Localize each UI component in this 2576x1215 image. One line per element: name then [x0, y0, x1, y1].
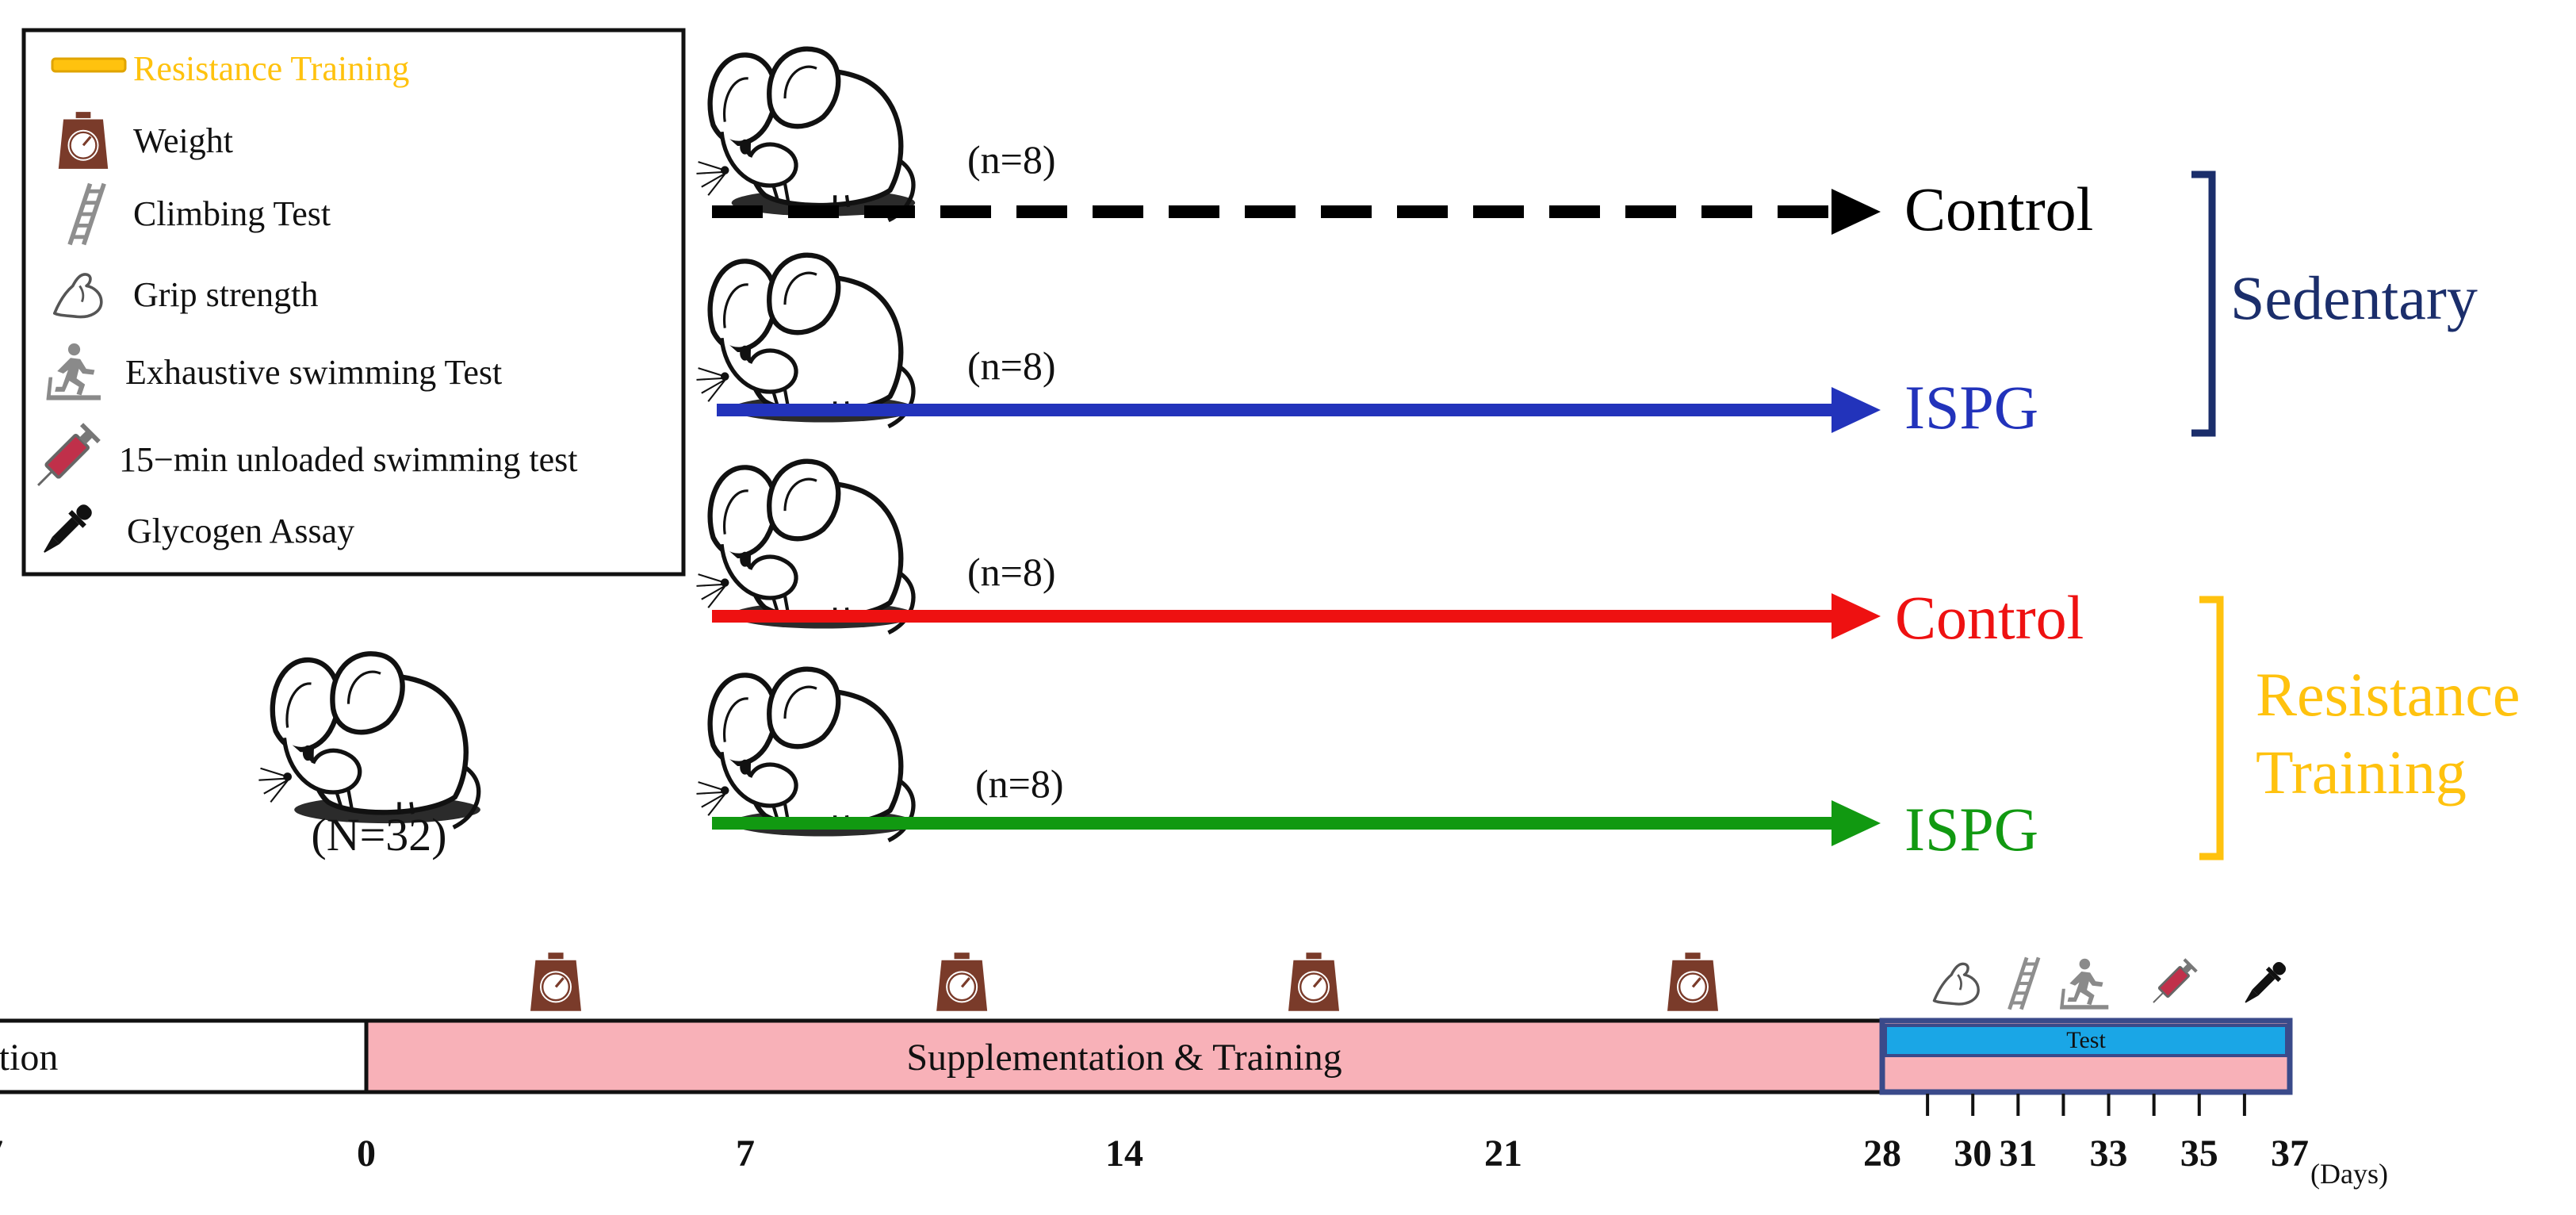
arrow-head-icon	[1832, 593, 1881, 639]
group-n-label: (n=8)	[967, 137, 1056, 182]
legend-item-unloaded-swimming: 15−min unloaded swimming test	[28, 421, 577, 496]
ladder-icon	[2009, 957, 2038, 1009]
scale-icon	[57, 110, 109, 171]
training-bracket: Resistance Training	[2199, 596, 2520, 860]
tick-label: -7	[0, 1133, 3, 1175]
mouse-icon	[258, 653, 480, 827]
test-icons	[1932, 956, 2290, 1010]
phase-test	[1884, 1024, 2288, 1057]
legend-label: Grip strength	[133, 275, 318, 314]
legend-label: Climbing Test	[133, 194, 331, 233]
weigh-icons	[529, 951, 1720, 1013]
mouse-icon	[696, 669, 915, 841]
flexed-arm-icon	[1932, 962, 1980, 1006]
sedentary-bracket: Sedentary	[2191, 171, 2478, 437]
arrow-head-icon	[1832, 387, 1881, 433]
legend-item-grip-strength: Grip strength	[55, 274, 318, 317]
scale-icon	[529, 951, 583, 1013]
group-n-label: (n=8)	[967, 550, 1056, 594]
dropper-icon	[2239, 958, 2290, 1009]
tick-label: 0	[357, 1133, 376, 1175]
group-training-ispg: (n=8) ISPG	[696, 669, 2038, 864]
phase-label-supplementation: Supplementation & Training	[906, 1037, 1342, 1079]
legend-item-weight: Weight	[57, 110, 233, 171]
bracket-shape	[2191, 171, 2216, 437]
legend-item-climbing-test: Climbing Test	[70, 184, 331, 245]
tick-label: 35	[2180, 1133, 2218, 1175]
group-sedentary-control: (n=8) Control	[696, 49, 2093, 243]
legend-label: Glycogen Assay	[127, 512, 354, 550]
tick-label: 14	[1105, 1133, 1143, 1175]
timeline: Adaption Supplementation & Training Test…	[0, 951, 2388, 1190]
tick-label: 28	[1863, 1133, 1901, 1175]
legend: Resistance Training Weight Climbing Test…	[21, 28, 686, 577]
group-name-label: ISPG	[1904, 373, 2038, 442]
tick-label: 7	[736, 1133, 755, 1175]
phase-label-test: Test	[2066, 1027, 2106, 1053]
bracket-label-line1: Resistance	[2256, 660, 2520, 729]
arrow-head-icon	[1832, 800, 1881, 846]
runner-icon	[2060, 958, 2109, 1010]
syringe-icon	[2145, 956, 2199, 1010]
tick-label: 30	[1954, 1133, 1992, 1175]
scale-icon	[1287, 951, 1341, 1013]
group-n-label: (n=8)	[975, 761, 1064, 806]
source-mouse: (N=32)	[258, 653, 480, 860]
group-name-label: Control	[1904, 174, 2093, 243]
group-name-label: ISPG	[1904, 795, 2038, 864]
group-name-label: Control	[1895, 583, 2084, 652]
total-n-label: (N=32)	[311, 809, 446, 860]
phase-label-adaption: Adaption	[0, 1037, 58, 1079]
bracket-label: Sedentary	[2230, 263, 2478, 332]
legend-item-resistance-training: Resistance Training	[51, 49, 409, 88]
training-bar-icon	[51, 57, 127, 73]
legend-label: 15−min unloaded swimming test	[119, 440, 577, 479]
tick-label: 31	[1999, 1133, 2037, 1175]
minor-ticks	[1926, 1094, 2246, 1116]
bracket-shape	[2199, 596, 2224, 860]
unit-label: (Days)	[2310, 1158, 2388, 1190]
phase-adaption	[0, 1018, 369, 1094]
tick-label: 21	[1484, 1133, 1522, 1175]
scale-icon	[1666, 951, 1720, 1013]
legend-label: Weight	[133, 121, 233, 160]
group-training-control: (n=8) Control	[696, 462, 2084, 652]
mouse-icon	[696, 49, 915, 220]
legend-box	[21, 28, 686, 577]
legend-item-glycogen-assay: Glycogen Assay	[36, 500, 354, 560]
arrow-head-icon	[1832, 189, 1881, 235]
tick-label: 37	[2271, 1133, 2309, 1175]
mouse-icon	[696, 462, 915, 633]
legend-item-exhaustive-swimming: Exhaustive swimming Test	[46, 343, 502, 401]
bracket-label-line2: Training	[2256, 738, 2467, 807]
mouse-icon	[696, 255, 915, 427]
group-sedentary-ispg: (n=8) ISPG	[696, 255, 2038, 442]
tick-label: 33	[2090, 1133, 2128, 1175]
legend-label: Exhaustive swimming Test	[125, 353, 502, 392]
group-n-label: (n=8)	[967, 343, 1056, 388]
scale-icon	[935, 951, 989, 1013]
tick-labels: -14-7071421283031333537	[0, 1133, 2309, 1175]
legend-label: Resistance Training	[133, 49, 409, 88]
